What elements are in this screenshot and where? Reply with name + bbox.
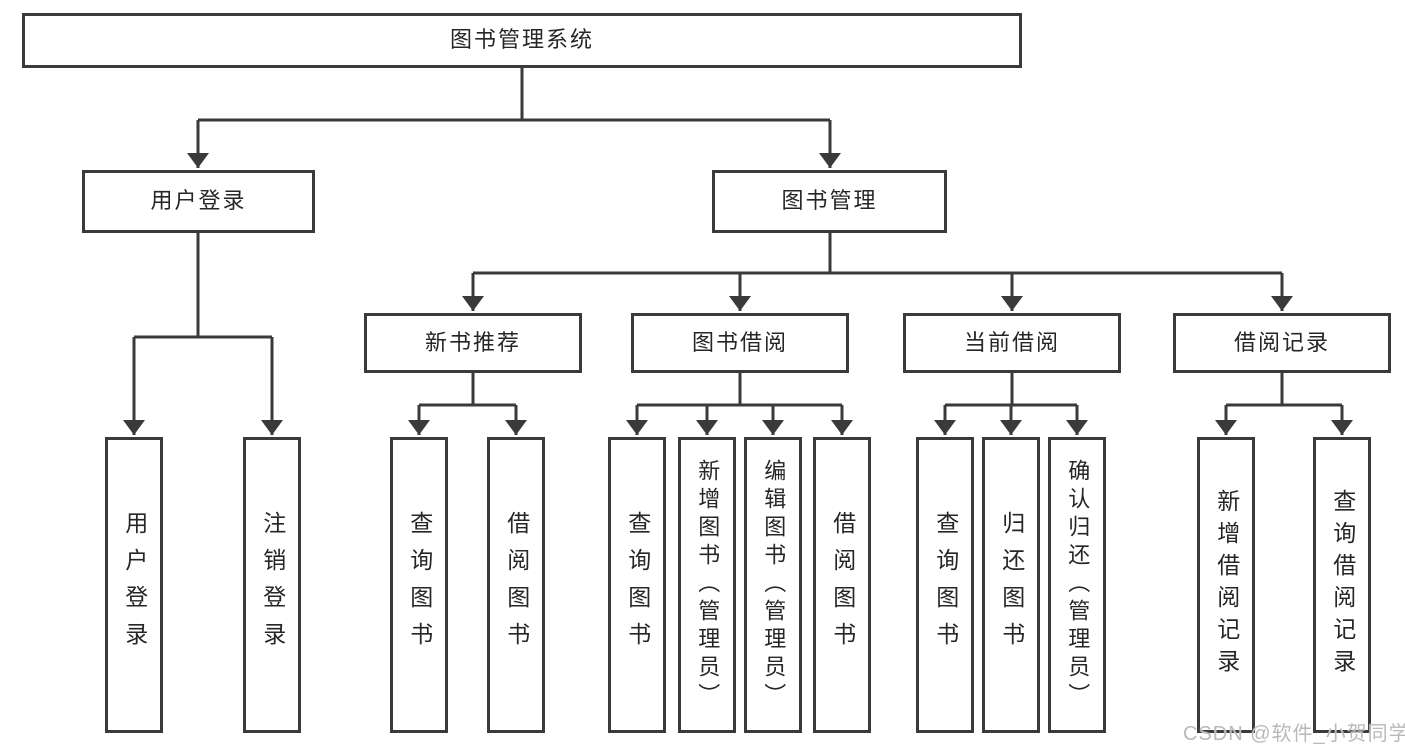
leaf-add-books-admin: 新增图书（管理员）: [678, 437, 736, 733]
node-borrow-record: 借阅记录: [1173, 313, 1391, 373]
leaf-borrow-books: 借阅图书: [813, 437, 871, 733]
node-book-borrow: 图书借阅: [631, 313, 849, 373]
leaf-add-borrow-record: 新增借阅记录: [1197, 437, 1255, 733]
leaf-query-borrow-record: 查询借阅记录: [1313, 437, 1371, 733]
node-new-book-recommend: 新书推荐: [364, 313, 582, 373]
leaf-user-login: 用户登录: [105, 437, 163, 733]
leaf-return-books: 归还图书: [982, 437, 1040, 733]
leaf-confirm-return-admin: 确认归还（管理员）: [1048, 437, 1106, 733]
leaf-query-books-borrow: 查询图书: [608, 437, 666, 733]
node-root: 图书管理系统: [22, 13, 1022, 68]
node-book-management: 图书管理: [712, 170, 947, 233]
node-user-login: 用户登录: [82, 170, 315, 233]
leaf-edit-books-admin: 编辑图书（管理员）: [744, 437, 802, 733]
leaf-logout-login: 注销登录: [243, 437, 301, 733]
leaf-query-books-recommend: 查询图书: [390, 437, 448, 733]
node-current-borrow: 当前借阅: [903, 313, 1121, 373]
leaf-borrow-books-recommend: 借阅图书: [487, 437, 545, 733]
csdn-watermark: CSDN @软件_小贺同学: [1183, 723, 1405, 745]
leaf-query-books-current: 查询图书: [916, 437, 974, 733]
